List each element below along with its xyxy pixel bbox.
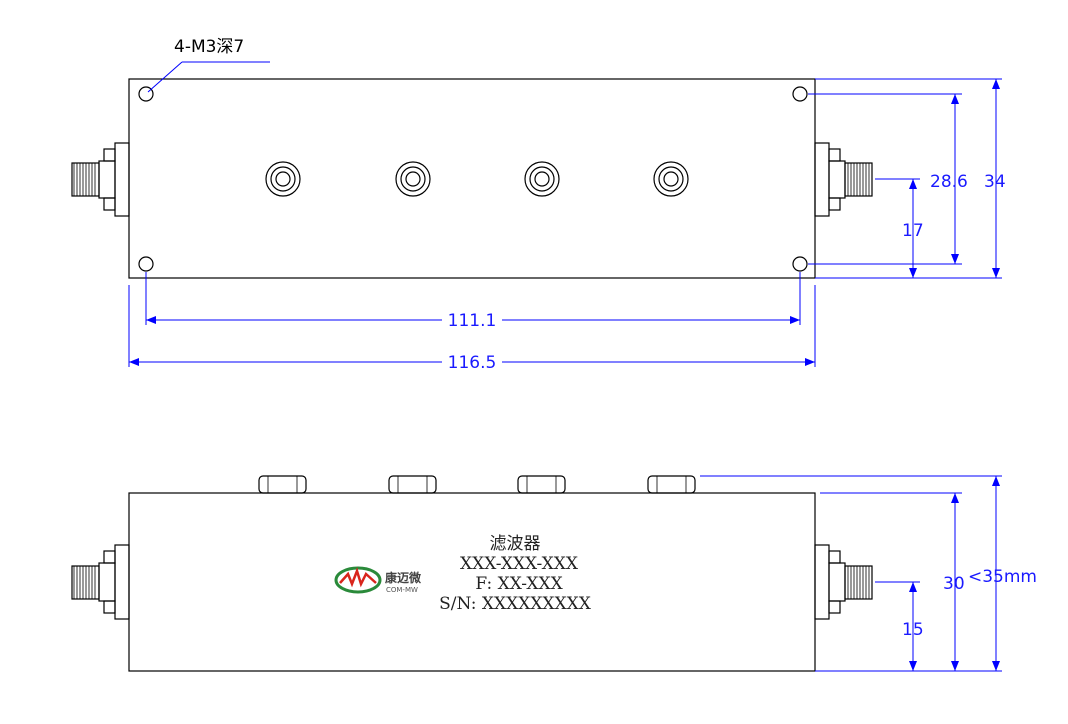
product-name: 滤波器 [490, 534, 541, 554]
sma-connector-right [814, 142, 873, 217]
tuning-screw [524, 161, 560, 197]
dimension-connector-height: 15 [875, 581, 924, 671]
tuning-nuts [258, 475, 696, 494]
dimension-max-height: <35mm [700, 475, 1037, 672]
side-view-body [128, 492, 816, 672]
tuning-screw [395, 161, 431, 197]
top-view-body [128, 78, 816, 279]
dimension-height: 30 [820, 492, 965, 672]
frequency-line: F: XX-XXX [475, 574, 563, 594]
dimension-width: 34 [815, 78, 1006, 279]
logo-ring [334, 566, 382, 594]
dimension-max-height-text: <35mm [968, 567, 1037, 587]
tuning-nut [258, 475, 307, 494]
mounting-hole [792, 86, 808, 102]
tuning-nut [517, 475, 566, 494]
sma-connector-left [71, 142, 130, 217]
logo-subtext: COM-MW [386, 586, 418, 594]
logo-text: 康迈微 [385, 570, 422, 585]
hole-note: 4-M3深7 [147, 37, 270, 93]
sma-connector-left-side [71, 544, 130, 620]
dimension-hole-spacing-text: 28.6 [930, 172, 968, 192]
mounting-hole [138, 256, 154, 272]
mounting-holes [138, 86, 808, 272]
company-logo: 康迈微 COM-MW [334, 566, 422, 594]
dimension-height-text: 30 [943, 574, 965, 594]
top-view: 4-M3深7 111.1 116.5 28.6 [71, 37, 1006, 373]
dimension-width-text: 34 [984, 172, 1006, 192]
tuning-nut [647, 475, 696, 494]
dimension-connector-offset-text: 17 [902, 221, 924, 241]
tuning-nut [388, 475, 437, 494]
dimension-connector-offset: 17 [875, 178, 924, 278]
mounting-hole [138, 86, 154, 102]
dimension-hole-spacing: 28.6 [808, 93, 968, 265]
sma-connector-right-side [814, 544, 873, 620]
hole-note-text: 4-M3深7 [174, 37, 244, 57]
product-label: 滤波器 XXX-XXX-XXX F: XX-XXX S/N: XXXXXXXXX [439, 534, 592, 614]
dimension-total-length: 116.5 [128, 285, 816, 373]
model-number: XXX-XXX-XXX [460, 554, 579, 574]
side-view: 康迈微 COM-MW 滤波器 XXX-XXX-XXX F: XX-XXX S/N… [71, 475, 1037, 672]
tuning-screw [653, 161, 689, 197]
dimension-hole-length-text: 111.1 [448, 311, 497, 331]
serial-number: S/N: XXXXXXXXX [439, 594, 592, 614]
tuning-screws [265, 161, 689, 197]
logo-wave-icon [339, 567, 377, 588]
dimension-hole-length: 111.1 [145, 272, 801, 331]
dimension-total-length-text: 116.5 [448, 353, 497, 373]
mounting-hole [792, 256, 808, 272]
tuning-screw [265, 161, 301, 197]
dimension-connector-height-text: 15 [902, 620, 924, 640]
